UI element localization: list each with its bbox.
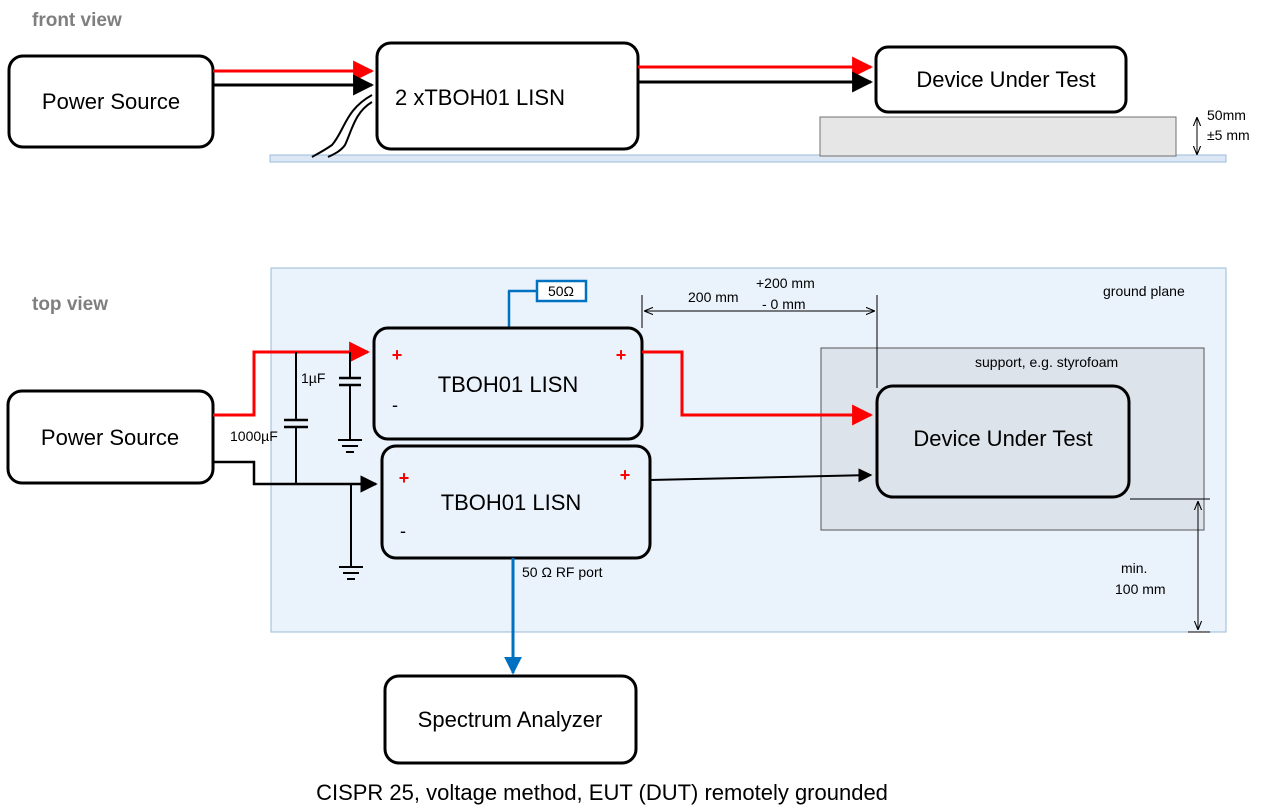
termination-label: 50Ω [548,283,574,299]
front-ground-lead-2 [327,101,373,158]
top-power-source[interactable]: Power Source [6,389,215,485]
lisn-bottom[interactable]: TBOH01 LISN + + - [380,444,652,560]
positive-wire-in [213,341,371,417]
front-dut-label: Device Under Test [916,67,1095,92]
front-support-block [819,116,1177,157]
top-power-source-label: Power Source [41,425,179,450]
negative-wire-out [649,468,873,483]
rf-port-label: 50 Ω RF port [522,564,603,580]
ground-symbol-1 [338,439,362,453]
lisn-bottom-plus-out: + [620,465,631,485]
lisn-top-plus-out: + [616,345,627,365]
spectrum-analyzer-label: Spectrum Analyzer [418,707,603,732]
front-power-source[interactable]: Power Source [7,54,215,149]
lisn-bottom-plus-in: + [399,468,410,488]
capacitor-1000uf-label: 1000µF [230,428,278,444]
front-view-heading: front view [32,10,122,31]
top-dut-label: Device Under Test [913,426,1092,451]
min-label-2: 100 mm [1115,581,1166,597]
front-power-source-label: Power Source [42,89,180,114]
front-view: front view Power Source 2 xTBOH01 LISN D… [7,10,1250,163]
front-height-label-2: ±5 mm [1207,127,1250,143]
distance-tol-plus-label: +200 mm [756,275,815,291]
lisn-top-minus: - [392,395,398,415]
top-view-heading: top view [32,294,108,315]
lisn-bottom-label: TBOH01 LISN [441,490,582,515]
front-lisn-label: 2 xTBOH01 LISN [395,85,565,110]
capacitor-1uf-label: 1µF [301,370,325,386]
top-view: ground plane top view support, e.g. styr… [6,267,1227,765]
lisn-top-plus-in: + [392,345,403,365]
top-dut[interactable]: Device Under Test [875,384,1131,499]
diagram-caption: CISPR 25, voltage method, EUT (DUT) remo… [316,780,888,805]
min-label-1: min. [1121,560,1147,576]
spectrum-analyzer[interactable]: Spectrum Analyzer [383,674,638,765]
capacitor-1uf [339,352,361,440]
front-lisn[interactable]: 2 xTBOH01 LISN [375,41,640,151]
front-ground-plane [269,154,1227,163]
support-label: support, e.g. styrofoam [975,354,1118,370]
positive-wire-out [642,350,874,426]
front-ground-lead-1 [311,94,373,158]
lisn-bottom-minus: - [400,521,406,541]
distance-main-label: 200 mm [688,289,739,305]
lisn-top[interactable]: TBOH01 LISN + + - [372,326,644,441]
front-dut[interactable]: Device Under Test [874,45,1128,114]
ground-plane-label: ground plane [1103,283,1185,299]
lisn-top-label: TBOH01 LISN [438,372,579,397]
negative-wire-in [213,460,378,493]
ground-symbol-2 [339,484,363,580]
front-height-label-1: 50mm [1207,107,1246,123]
distance-tol-minus-label: - 0 mm [762,296,806,312]
termination-50-ohm: 50Ω [535,279,588,303]
capacitor-1000uf [284,352,308,484]
